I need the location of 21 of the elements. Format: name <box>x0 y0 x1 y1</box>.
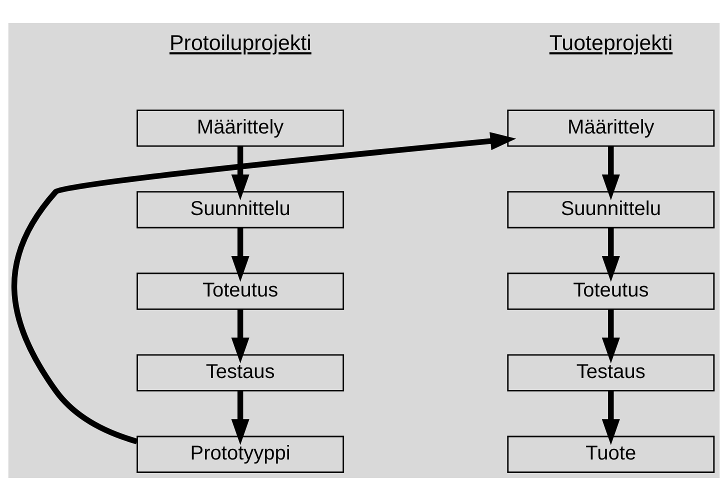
arrow <box>602 309 620 364</box>
arrow <box>231 146 250 200</box>
arrow <box>602 390 620 445</box>
arrow <box>602 146 620 200</box>
node-box: Suunnittelu <box>507 191 715 228</box>
arrow <box>231 228 250 282</box>
arrow <box>231 309 250 364</box>
node-box: Tuote <box>507 436 715 473</box>
label: Protoiluprojekti <box>169 31 312 56</box>
node-box: Prototyyppi <box>136 436 344 473</box>
arrow <box>12 132 516 444</box>
node-box: Toteutus <box>136 272 344 310</box>
label: Tuoteprojekti <box>549 31 673 56</box>
node-box: Testaus <box>507 354 715 392</box>
node-box: Määrittely <box>136 110 344 147</box>
arrow <box>602 228 620 282</box>
node-box: Toteutus <box>507 272 715 310</box>
arrow <box>231 390 250 445</box>
node-box: Määrittely <box>507 110 715 147</box>
node-box: Testaus <box>136 354 344 392</box>
node-box: Suunnittelu <box>136 191 344 228</box>
